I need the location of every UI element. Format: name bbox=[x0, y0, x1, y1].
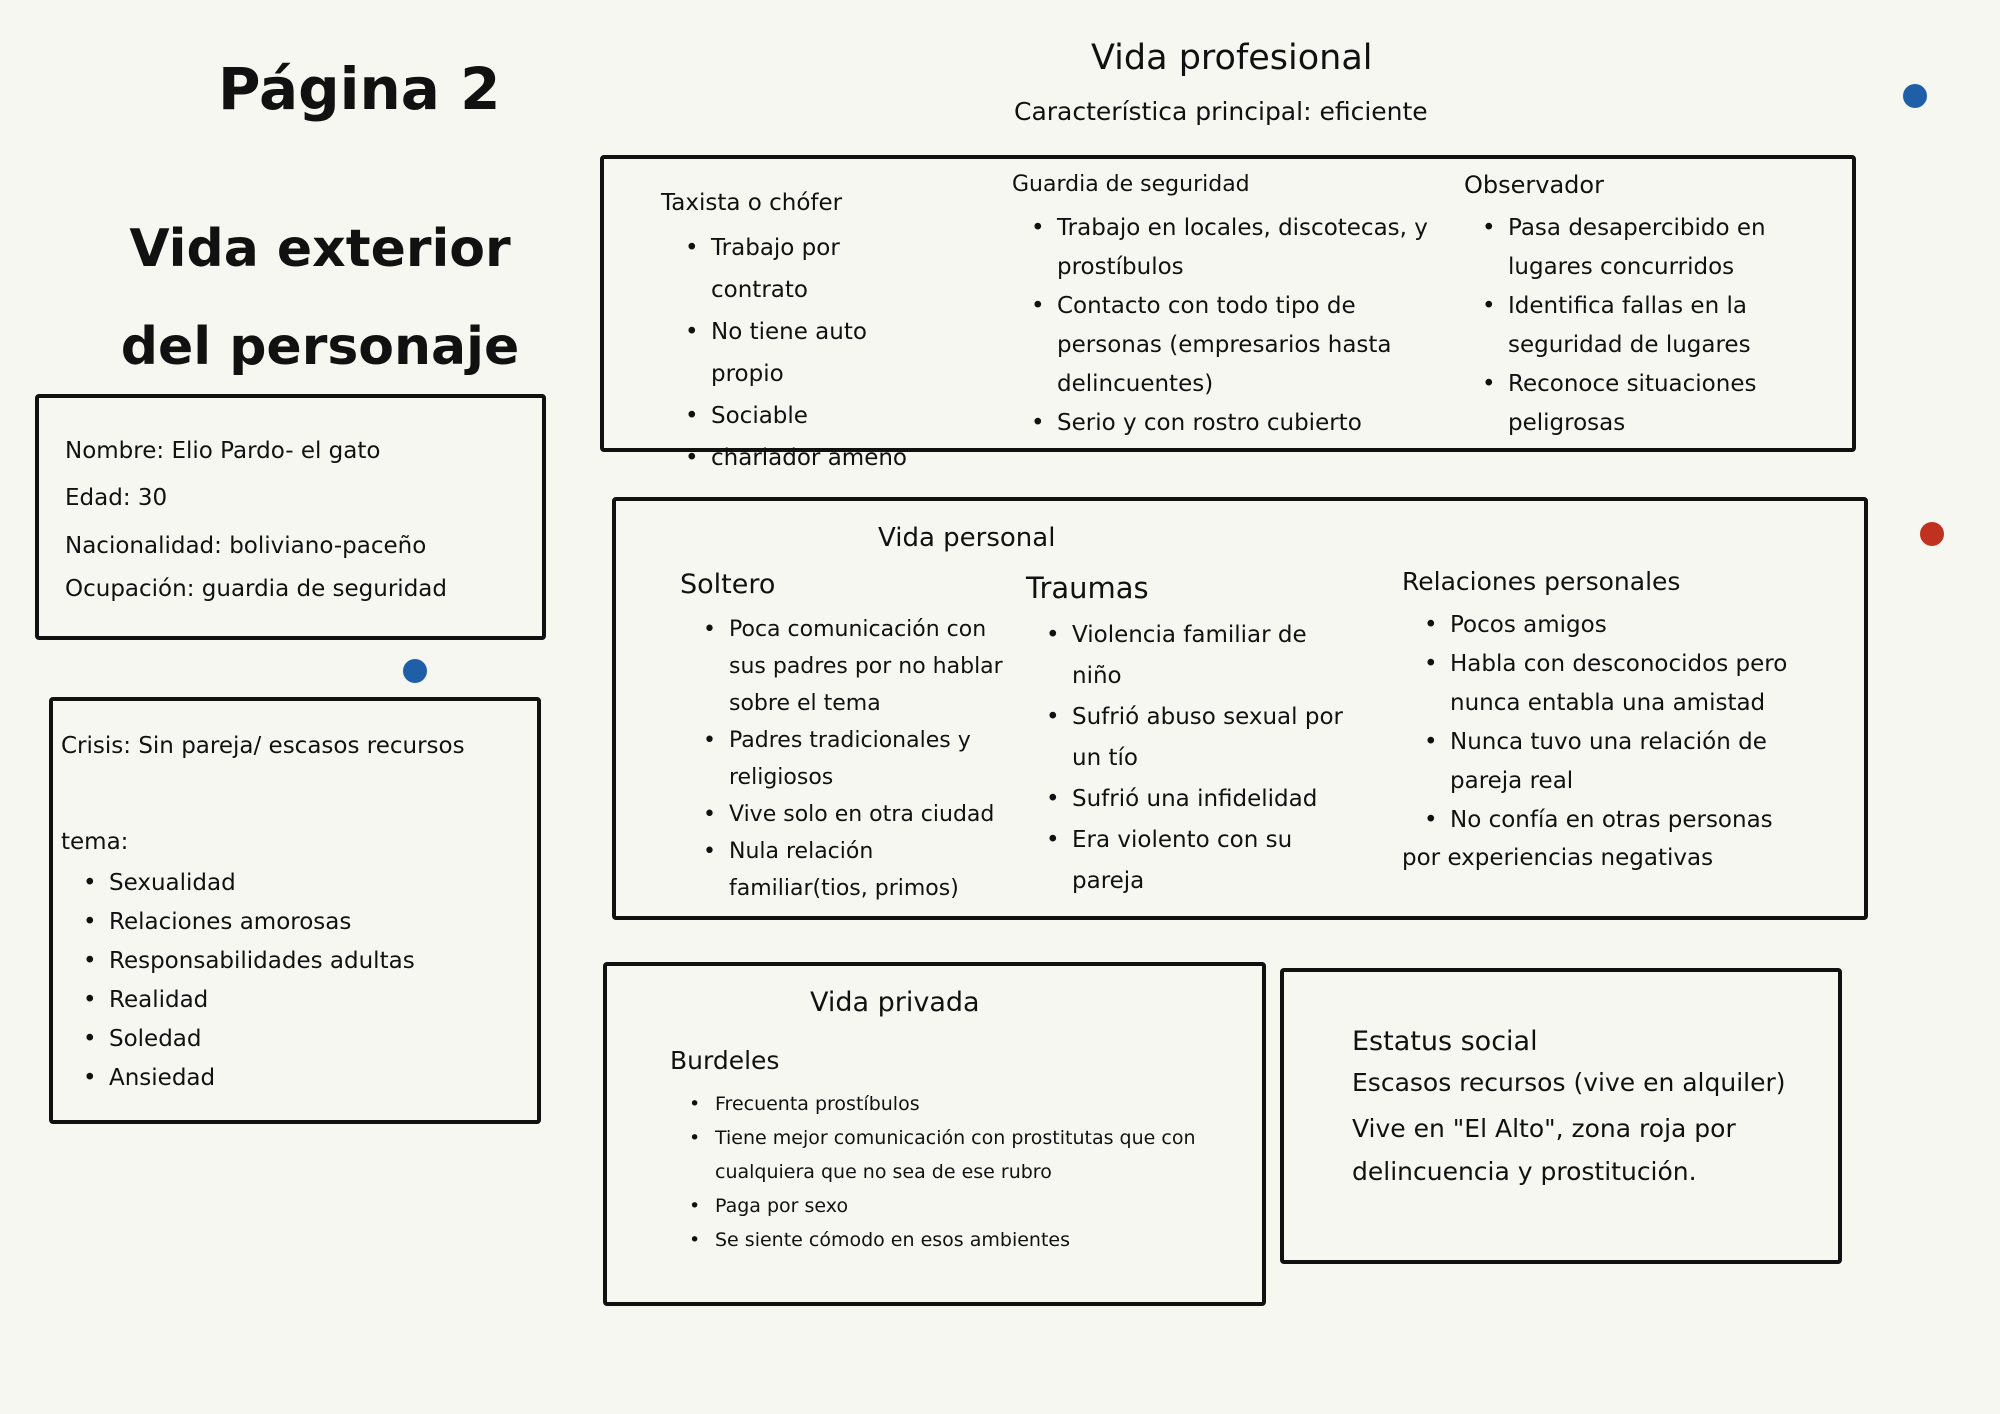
list-item: Realidad bbox=[81, 981, 415, 1020]
estatus-line2: Vive en "El Alto", zona roja por delincu… bbox=[1352, 1114, 1736, 1186]
exterior-title: Vida exterior del personaje bbox=[120, 219, 520, 377]
profesional-col1-heading: Taxista o chófer bbox=[661, 190, 843, 216]
red-dot-marker bbox=[1920, 522, 1944, 546]
privada-heading: Burdeles bbox=[670, 1046, 780, 1075]
personal-title: Vida personal bbox=[878, 523, 1056, 553]
profesional-col1-list: Trabajo por contrato No tiene auto propi… bbox=[683, 227, 943, 479]
list-item: Sufrió una infidelidad bbox=[1044, 779, 1364, 820]
profesional-subtitle: Característica principal: eficiente bbox=[1014, 97, 1428, 126]
info-ocupacion: Ocupación: guardia de seguridad bbox=[65, 576, 447, 602]
list-item: Sexualidad bbox=[81, 864, 415, 903]
list-item: Era violento con su pareja bbox=[1044, 820, 1332, 902]
list-item: Identifica fallas en la seguridad de lug… bbox=[1480, 287, 1850, 365]
profesional-col2-list: Trabajo en locales, discotecas, y prostí… bbox=[1029, 209, 1429, 443]
personal-col3-heading: Relaciones personales bbox=[1402, 567, 1681, 596]
blue-dot-marker bbox=[1903, 84, 1927, 108]
list-item: Soledad bbox=[81, 1020, 415, 1059]
profesional-col2-heading: Guardia de seguridad bbox=[1012, 172, 1250, 197]
list-item: Vive solo en otra ciudad bbox=[701, 796, 1006, 833]
privada-box: Vida privada Burdeles Frecuenta prostíbu… bbox=[603, 962, 1266, 1306]
list-item: Sufrió abuso sexual por un tío bbox=[1044, 697, 1372, 779]
list-item: Tiene mejor comunicación con prostitutas… bbox=[687, 1121, 1207, 1189]
personal-box: Vida personal Soltero Poca comunicación … bbox=[612, 497, 1868, 920]
page-title: Página 2 bbox=[218, 55, 501, 123]
list-item: charlador ameno bbox=[683, 437, 943, 479]
personal-col3-list: Pocos amigos Habla con desconocidos pero… bbox=[1422, 606, 1802, 840]
list-item: Pasa desapercibido en lugares concurrido… bbox=[1480, 209, 1850, 287]
blue-dot-marker bbox=[403, 659, 427, 683]
privada-title: Vida privada bbox=[810, 987, 980, 1018]
list-item: Se siente cómodo en esos ambientes bbox=[687, 1223, 1207, 1257]
list-item: Contacto con todo tipo de personas (empr… bbox=[1029, 287, 1429, 404]
profesional-title: Vida profesional bbox=[1091, 38, 1373, 78]
list-item: Sociable bbox=[683, 395, 943, 437]
list-item: No tiene auto propio bbox=[683, 311, 943, 395]
list-item: Reconoce situaciones peligrosas bbox=[1480, 365, 1850, 443]
info-nacionalidad: Nacionalidad: boliviano-paceño bbox=[65, 533, 427, 559]
list-item: Paga por sexo bbox=[687, 1189, 1207, 1223]
profesional-col3-heading: Observador bbox=[1464, 171, 1604, 199]
list-item: Trabajo en locales, discotecas, y prostí… bbox=[1029, 209, 1429, 287]
list-item: Nunca tuvo una relación de pareja real bbox=[1422, 723, 1802, 801]
info-edad: Edad: 30 bbox=[65, 485, 168, 511]
info-nombre: Nombre: Elio Pardo- el gato bbox=[65, 438, 381, 464]
personal-col2-heading: Traumas bbox=[1026, 571, 1149, 605]
profesional-box: Taxista o chófer Trabajo por contrato No… bbox=[600, 155, 1856, 479]
personal-col1-list: Poca comunicación con sus padres por no … bbox=[701, 611, 1006, 907]
tema-list: Sexualidad Relaciones amorosas Responsab… bbox=[81, 864, 415, 1098]
list-item: Relaciones amorosas bbox=[81, 903, 415, 942]
personal-col3-tail: por experiencias negativas bbox=[1402, 845, 1714, 871]
list-item: Frecuenta prostíbulos bbox=[687, 1087, 1207, 1121]
info-box: Nombre: Elio Pardo- el gato Edad: 30 Nac… bbox=[35, 394, 546, 640]
list-item: Pocos amigos bbox=[1422, 606, 1802, 645]
list-item: Serio y con rostro cubierto bbox=[1029, 404, 1429, 443]
list-item: Poca comunicación con sus padres por no … bbox=[701, 611, 1006, 722]
privada-list: Frecuenta prostíbulos Tiene mejor comuni… bbox=[687, 1087, 1207, 1257]
profesional-col3-list: Pasa desapercibido en lugares concurrido… bbox=[1480, 209, 1850, 443]
list-item: Trabajo por contrato bbox=[683, 227, 861, 311]
estatus-box: Estatus social Escasos recursos (vive en… bbox=[1280, 968, 1842, 1264]
list-item: No confía en otras personas bbox=[1422, 801, 1802, 840]
list-item: Nula relación familiar(tios, primos) bbox=[701, 833, 969, 907]
crisis-box: Crisis: Sin pareja/ escasos recursos tem… bbox=[49, 697, 541, 1124]
personal-col1-heading: Soltero bbox=[680, 569, 776, 600]
list-item: Padres tradicionales y religiosos bbox=[701, 722, 1006, 796]
list-item: Violencia familiar de niño bbox=[1044, 615, 1332, 697]
estatus-title: Estatus social bbox=[1352, 1026, 1538, 1057]
estatus-line1: Escasos recursos (vive en alquiler) bbox=[1352, 1068, 1786, 1097]
tema-label: tema: bbox=[61, 829, 129, 855]
list-item: Habla con desconocidos pero nunca entabl… bbox=[1422, 645, 1802, 723]
crisis-line: Crisis: Sin pareja/ escasos recursos bbox=[61, 733, 465, 759]
list-item: Ansiedad bbox=[81, 1059, 415, 1098]
personal-col2-list: Violencia familiar de niño Sufrió abuso … bbox=[1044, 615, 1364, 902]
list-item: Responsabilidades adultas bbox=[81, 942, 415, 981]
